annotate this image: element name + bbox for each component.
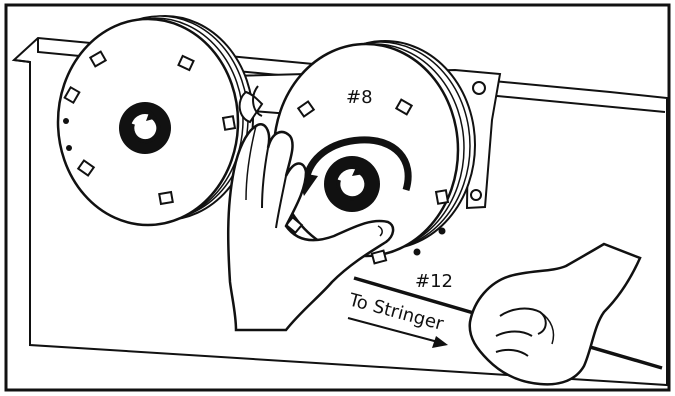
wall-left-edge [13, 59, 31, 63]
rotation-arrow [302, 136, 412, 192]
bracket-hole-bottom [470, 189, 482, 201]
reel-8 [272, 40, 476, 265]
label-reel-8: #8 [346, 87, 373, 108]
label-reel-12: #12 [415, 271, 453, 292]
reel-clip [238, 90, 264, 124]
reel-left [56, 15, 254, 227]
bracket-hole-top [472, 81, 486, 95]
stringer-arrow [347, 317, 439, 343]
